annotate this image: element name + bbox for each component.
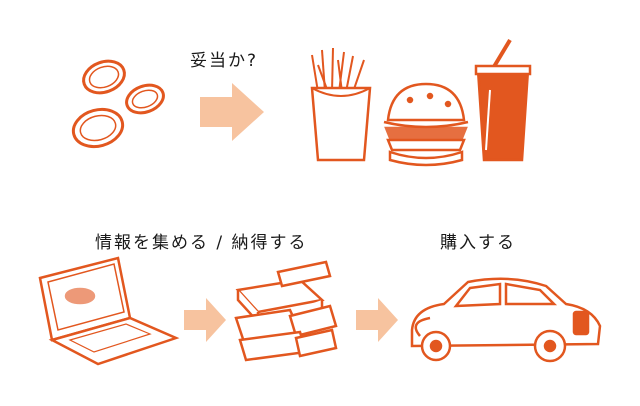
coins-icon: [71, 59, 165, 149]
classic-car-icon: [410, 277, 602, 363]
laptop-icon: [38, 256, 180, 366]
money-stack-icon: [234, 260, 338, 362]
arrow-right-icon: [356, 298, 398, 342]
research-label: 情報を集める / 納得する: [95, 233, 308, 253]
fries-icon: [310, 47, 372, 162]
question-label: 妥当か?: [190, 51, 259, 71]
arrow-right-icon: [184, 298, 226, 342]
arrow-right-icon: [200, 83, 264, 141]
burger-icon: [383, 82, 469, 167]
drink-cup-icon: [474, 38, 532, 162]
purchase-label: 購入する: [440, 233, 516, 253]
